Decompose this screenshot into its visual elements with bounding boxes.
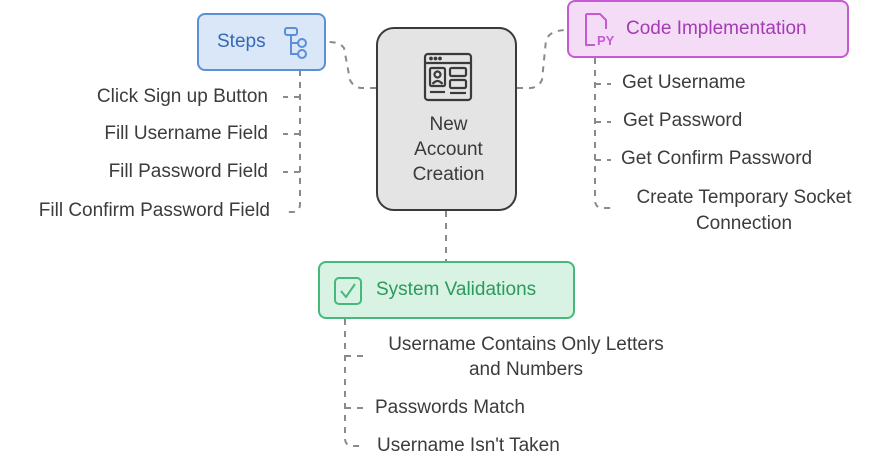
steps-item: Fill Password Field xyxy=(108,161,268,182)
system-item-line-1: Username Contains Only Letters xyxy=(388,334,664,355)
code-item: Get Password xyxy=(623,110,743,131)
svg-text:PY: PY xyxy=(597,33,615,48)
system-item-line-2: and Numbers xyxy=(468,359,584,380)
steps-item: Click Sign up Button xyxy=(96,86,268,107)
code-node: PY Code Implementation xyxy=(567,0,849,58)
system-title: System Validations xyxy=(376,279,537,300)
code-title: Code Implementation xyxy=(626,18,807,39)
system-item: Username Contains Only Letters and Numbe… xyxy=(366,332,686,382)
system-item: Username Isn't Taken xyxy=(377,435,560,456)
code-item: Create Temporary Socket Connection xyxy=(619,185,869,237)
system-item: Passwords Match xyxy=(375,397,525,418)
code-item: Get Username xyxy=(622,72,746,93)
central-title: New Account Creation xyxy=(378,112,519,187)
flow-icon xyxy=(283,26,311,65)
python-file-icon: PY xyxy=(583,12,617,53)
code-item-line-1: Create Temporary Socket xyxy=(636,187,852,208)
steps-node: Steps xyxy=(197,13,326,71)
steps-item: Fill Confirm Password Field xyxy=(38,200,270,221)
steps-title: Steps xyxy=(217,31,266,52)
central-line-2: Account xyxy=(414,139,483,160)
central-line-1: New xyxy=(429,114,468,135)
check-icon xyxy=(333,276,363,311)
code-item: Get Confirm Password xyxy=(621,148,813,169)
central-node: New Account Creation xyxy=(376,27,517,211)
account-form-icon xyxy=(423,52,473,107)
central-line-3: Creation xyxy=(412,164,485,185)
code-item-line-2: Connection xyxy=(695,213,793,234)
steps-item: Fill Username Field xyxy=(104,123,268,144)
system-node: System Validations xyxy=(318,261,575,319)
